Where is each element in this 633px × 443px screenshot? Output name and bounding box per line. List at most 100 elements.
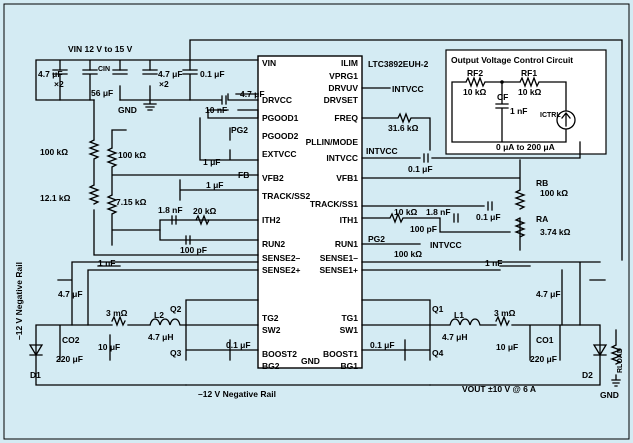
rload-label: RLOAD <box>617 348 624 373</box>
cf-label: CF <box>497 92 508 102</box>
rf2-value: 10 kΩ <box>463 87 487 97</box>
ic-pin-left-6: TRACK/SS2 <box>262 191 310 201</box>
rf1-label: RF1 <box>521 68 537 78</box>
ic-right-pins: ILIMVPRG1DRVUVDRVSETFREQPLLIN/MODEINTVCC… <box>306 58 359 371</box>
ic-pin-left-12: SW2 <box>262 325 281 335</box>
q2-label: Q2 <box>170 304 182 314</box>
cin-label: CIN <box>98 66 110 73</box>
ra-label: RA <box>536 214 548 224</box>
vout-label: VOUT ±10 V @ 6 A <box>462 384 536 394</box>
vin-label: VIN 12 V to 15 V <box>68 44 133 54</box>
pg2-label: PG2 <box>231 125 248 135</box>
r-ith2-value: 20 kΩ <box>193 206 217 216</box>
l2-label: L2 <box>154 310 164 320</box>
r-sns1-value: 3 mΩ <box>494 308 516 318</box>
d1-label: D1 <box>30 370 41 380</box>
c-in-a-value: 4.7 μF <box>38 69 63 79</box>
ic-pin-right-5: PLLIN/MODE <box>306 137 359 147</box>
ic-pin-left-9: SENSE2– <box>262 253 301 263</box>
control-box-title: Output Voltage Control Circuit <box>451 55 573 65</box>
ic-pin-right-9: ITH1 <box>340 215 359 225</box>
ic-pin-right-4: FREQ <box>334 113 358 123</box>
q4-label: Q4 <box>432 348 444 358</box>
c-intvcc-value: 0.1 μF <box>408 164 433 174</box>
gnd-bottom-label: GND <box>600 390 619 400</box>
ic-pin-left-5: VFB2 <box>262 173 284 183</box>
d2-label: D2 <box>582 370 593 380</box>
c-ss1-value: 0.1 μF <box>476 212 501 222</box>
r100k-b-value: 100 kΩ <box>118 150 146 160</box>
c-10u-left-value: 10 μF <box>98 342 120 352</box>
r-run1-value: 100 kΩ <box>394 249 422 259</box>
c-in-b-value: 4.7 μF <box>158 69 183 79</box>
c-sns2-value: 1 nF <box>98 258 115 268</box>
ic-pin-right-14: SW1 <box>340 325 359 335</box>
ic-part-number: LTC3892EUH-2 <box>368 59 429 69</box>
ic-pin-right-10: RUN1 <box>335 239 358 249</box>
ic-pin-right-13: TG1 <box>341 313 358 323</box>
r-ith1-value: 10 kΩ <box>394 207 418 217</box>
r7k-value: 7.15 kΩ <box>116 197 147 207</box>
ic-pin-left-10: SENSE2+ <box>262 265 301 275</box>
ic-pin-left-1: DRVCC <box>262 95 292 105</box>
rb-value: 100 kΩ <box>540 188 568 198</box>
pg2-label-b: PG2 <box>368 234 385 244</box>
c-in-a-multiplier: ×2 <box>54 79 64 89</box>
q3-label: Q3 <box>170 348 182 358</box>
co2-label: CO2 <box>62 335 80 345</box>
ic-pin-left-4: EXTVCC <box>262 149 296 159</box>
ic-pin-left-2: PGOOD1 <box>262 113 299 123</box>
ic-pin-right-16: BG1 <box>341 361 359 371</box>
ic-pin-right-7: VFB1 <box>336 173 358 183</box>
rb-label: RB <box>536 178 548 188</box>
c-sns1-value: 1 nF <box>485 258 502 268</box>
c-in-c-value: 0.1 μF <box>200 69 225 79</box>
control-box <box>445 49 607 155</box>
ic-pin-left-3: PGOOD2 <box>262 131 299 141</box>
current-source-icon <box>556 110 576 130</box>
co2-value: 220 μF <box>56 354 83 364</box>
q1-label: Q1 <box>432 304 444 314</box>
c-47-right-value: 4.7 μF <box>536 289 561 299</box>
ic-body <box>257 55 363 369</box>
cf-value: 1 nF <box>510 106 527 116</box>
neg-rail-bottom-label: –12 V Negative Rail <box>198 389 276 399</box>
intvcc-label-2: INTVCC <box>366 146 398 156</box>
ic-pin-right-0: ILIM <box>341 58 358 68</box>
c-boost2-value: 0.1 μF <box>226 340 251 350</box>
c-ith1b-value: 100 pF <box>410 224 437 234</box>
rf1-value: 10 kΩ <box>518 87 542 97</box>
c-drvcc-value: 4.7 μF <box>240 89 265 99</box>
c-ith1a-value: 1.8 nF <box>426 207 451 217</box>
c-extvcc-value: 1 μF <box>203 157 220 167</box>
c-47-left-value: 4.7 μF <box>58 289 83 299</box>
ic-pin-right-12: SENSE1+ <box>319 265 358 275</box>
ic-pin-left-13: BOOST2 <box>262 349 297 359</box>
r100k-a-value: 100 kΩ <box>40 147 68 157</box>
d2-diode-icon <box>592 344 608 357</box>
ic-left-pins: VINDRVCCPGOOD1PGOOD2EXTVCCVFB2TRACK/SS2I… <box>262 58 310 371</box>
ictrl-range: 0 μA to 200 μA <box>496 142 555 152</box>
ic-pin-left-7: ITH2 <box>262 215 281 225</box>
ic-pin-left-14: BG2 <box>262 361 280 371</box>
c-in-b-multiplier: ×2 <box>159 79 169 89</box>
d1-diode-icon <box>28 344 44 357</box>
r-freq-value: 31.6 kΩ <box>388 123 419 133</box>
l1-label: L1 <box>454 310 464 320</box>
intvcc-label-1: INTVCC <box>392 84 424 94</box>
gnd-top-label: GND <box>118 105 137 115</box>
ra-value: 3.74 kΩ <box>540 227 571 237</box>
c-ith2b-value: 100 pF <box>180 245 207 255</box>
c-ss2-value: 1 μF <box>206 180 223 190</box>
co1-value: 220 μF <box>530 354 557 364</box>
ic-pin-right-2: DRVUV <box>328 83 358 93</box>
c-ith2a-value: 1.8 nF <box>158 205 183 215</box>
intvcc-label-3: INTVCC <box>430 240 462 250</box>
c-10u-right-value: 10 μF <box>496 342 518 352</box>
ic-pin-right-11: SENSE1– <box>320 253 359 263</box>
ic-pin-right-6: INTVCC <box>326 153 358 163</box>
ic-pin-right-1: VPRG1 <box>329 71 358 81</box>
cin-value: 56 μF <box>91 88 113 98</box>
